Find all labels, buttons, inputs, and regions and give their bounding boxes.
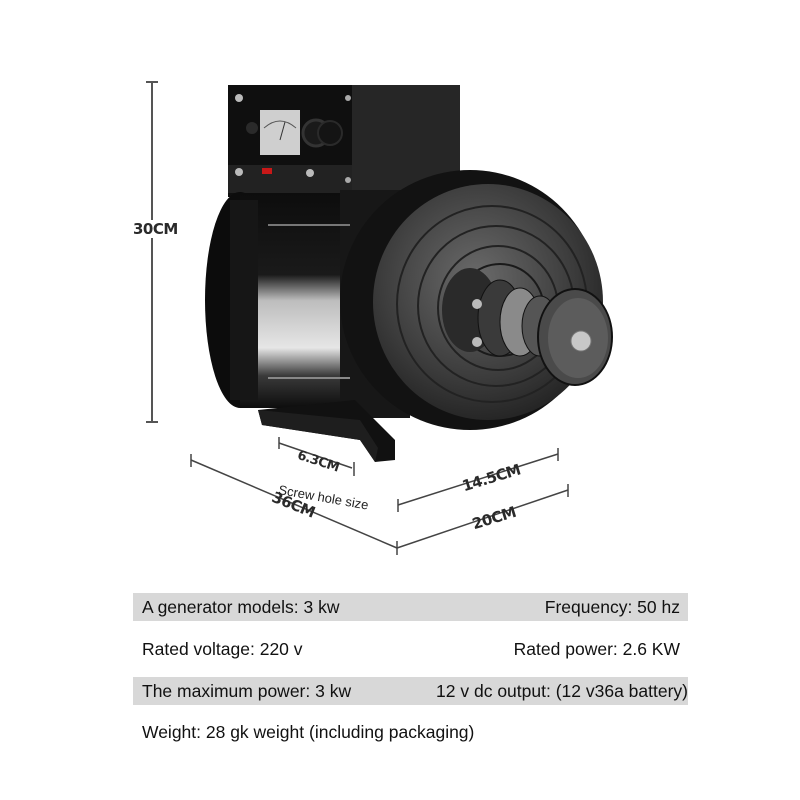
height-dimension-line (146, 81, 158, 423)
spec-model: A generator models: 3 kw (142, 596, 340, 617)
spec-row: A generator models: 3 kw Frequency: 50 h… (133, 593, 688, 621)
spec-frequency: Frequency: 50 hz (544, 596, 680, 617)
spec-rated-power: Rated power: 2.6 KW (513, 638, 680, 659)
spec-row: Weight: 28 gk weight (including packagin… (133, 718, 688, 746)
mount-width-dimension-line (397, 448, 559, 512)
spec-max-power: The maximum power: 3 kw (142, 680, 352, 701)
length-dimension-line (190, 454, 398, 549)
spec-dc-output: 12 v dc output: (12 v36a battery) (436, 680, 688, 701)
spec-row: The maximum power: 3 kw 12 v dc output: … (133, 677, 688, 705)
width-dimension-line (396, 484, 569, 555)
screw-hole-dimension-line (278, 437, 355, 476)
spec-rated-voltage: Rated voltage: 220 v (142, 638, 303, 659)
generator-drawing (146, 81, 613, 555)
height-label: 30CM (133, 220, 178, 238)
spec-row: Rated voltage: 220 v Rated power: 2.6 KW (133, 635, 688, 663)
mounting-foot (258, 400, 395, 462)
product-illustration: 30CM 6.3CM 14.5CM 20CM 36CM Screw hole s… (132, 81, 613, 555)
spec-weight: Weight: 28 gk weight (including packagin… (142, 721, 475, 742)
pulley (442, 268, 613, 386)
